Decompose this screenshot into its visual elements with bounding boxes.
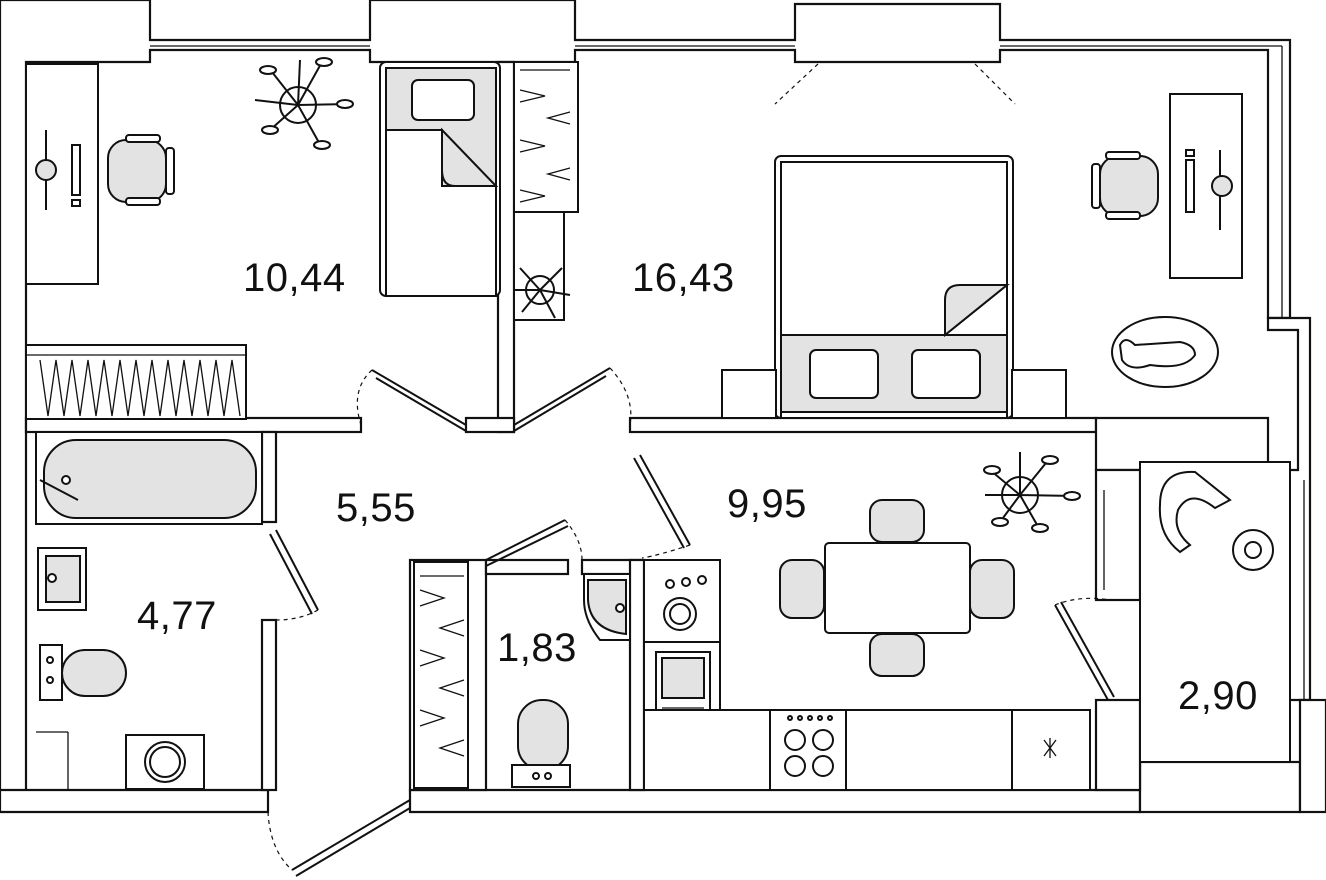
pillow-2: [911, 349, 981, 399]
chair-left-kitchen: [779, 559, 825, 619]
balcony-bottom-wall: [1138, 760, 1302, 814]
area-bedroom-right: 16,43: [632, 256, 735, 300]
pillow: [411, 79, 475, 121]
area-bathroom: 4,77: [137, 594, 217, 638]
balcony-corner: [1298, 698, 1326, 814]
doors: [267, 367, 1115, 877]
bathroom-fixtures: [35, 431, 263, 790]
chair-right: [1099, 155, 1159, 217]
plant-kitchen: [983, 452, 1081, 533]
wall-bedroom-kitchen: [628, 416, 1098, 434]
wall-balcony-left-low: [1094, 698, 1142, 792]
wall-bedroom-bath: [24, 416, 363, 434]
windows: [150, 45, 1305, 700]
bottom-wall: [0, 788, 270, 814]
chair-bottom: [869, 633, 925, 677]
pillow-1: [809, 349, 879, 399]
area-bedroom-left: 10,44: [243, 256, 346, 300]
area-hallway: 5,55: [336, 486, 416, 530]
top-wall: [0, 0, 1292, 812]
hall-closet: [413, 561, 469, 789]
wall-toilet-right: [628, 558, 646, 792]
balcony-fixtures: [1103, 461, 1291, 763]
bedroom-right-furniture: [515, 93, 1243, 419]
armchair: [1158, 470, 1232, 554]
area-balcony: 2,90: [1178, 674, 1258, 718]
dining-table: [824, 542, 971, 634]
plant-left: [254, 57, 354, 150]
area-toilet: 1,83: [497, 626, 577, 670]
toilet-bath: [61, 649, 127, 697]
wardrobe-top: [513, 61, 579, 213]
bathtub: [43, 439, 257, 519]
nightstand-right: [1011, 369, 1067, 419]
plant-middle: [515, 267, 571, 319]
area-kitchen: 9,95: [727, 482, 807, 526]
wall-bath-right-top: [260, 430, 278, 524]
chair-left: [107, 139, 167, 203]
chair-right-kitchen: [969, 559, 1015, 619]
wall-toilet-top: [484, 558, 570, 576]
chair-top: [869, 499, 925, 543]
wall-door-stub: [464, 416, 516, 434]
wall-balcony-left: [1094, 468, 1142, 602]
toilet-wc: [517, 699, 569, 771]
bottom-wall-right: [408, 788, 1142, 814]
nightstand-left: [721, 369, 777, 419]
wall-bath-right-low: [260, 618, 278, 792]
toilet-room-fixtures: [511, 573, 631, 788]
rug: [1111, 316, 1219, 388]
bedroom-left-furniture: [25, 57, 579, 420]
kitchen-fixtures: [643, 452, 1091, 791]
stove: [769, 709, 847, 791]
